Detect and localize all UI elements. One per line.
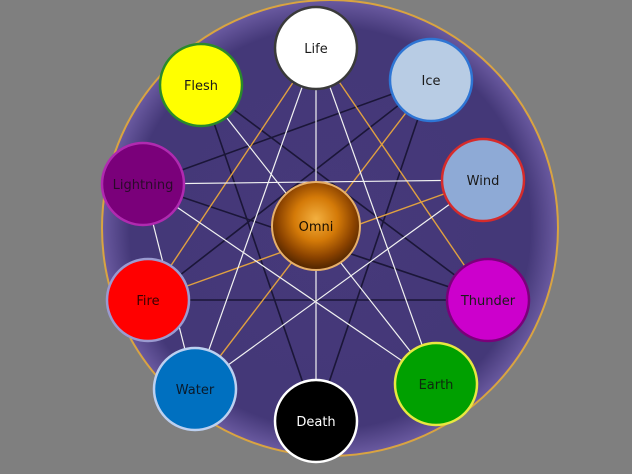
omni-node[interactable]: Omni <box>271 181 361 271</box>
node-earth-circle[interactable] <box>393 341 479 427</box>
omni-circle[interactable] <box>271 181 361 271</box>
node-fire-label: Fire <box>136 294 159 309</box>
node-water-circle[interactable] <box>152 346 238 432</box>
node-ice[interactable]: Ice <box>388 37 474 123</box>
node-flesh-circle[interactable] <box>158 42 244 128</box>
node-wind[interactable]: Wind <box>440 137 526 223</box>
connection-line-white <box>315 47 437 385</box>
node-flesh-label: Flesh <box>184 79 218 94</box>
connection-line-white <box>194 47 317 390</box>
node-life[interactable]: Life <box>273 5 359 91</box>
node-wind-circle[interactable] <box>440 137 526 223</box>
connection-line-dark <box>315 79 432 422</box>
connection-line-dark <box>142 79 432 185</box>
node-ice-circle[interactable] <box>388 37 474 123</box>
connection-lines <box>142 47 489 422</box>
node-thunder[interactable]: Thunder <box>445 257 531 343</box>
node-thunder-circle[interactable] <box>445 257 531 343</box>
node-ice-label: Ice <box>422 74 441 89</box>
connection-line-white <box>142 183 437 385</box>
connection-line-orange <box>315 47 489 301</box>
node-death-circle[interactable] <box>273 378 359 464</box>
node-earth[interactable]: Earth <box>393 341 479 427</box>
connection-line-orange <box>147 47 317 301</box>
node-death-label: Death <box>296 415 335 430</box>
connection-line-dark <box>200 84 317 422</box>
node-wind-label: Wind <box>467 174 500 189</box>
node-earth-label: Earth <box>419 378 454 393</box>
node-lightning-circle[interactable] <box>100 141 186 227</box>
node-water[interactable]: Water <box>152 346 238 432</box>
connection-line-white <box>194 179 484 390</box>
node-fire[interactable]: Fire <box>105 257 191 343</box>
node-lightning-label: Lightning <box>113 178 174 193</box>
node-water-label: Water <box>176 383 215 398</box>
node-lightning[interactable]: Lightning <box>100 141 186 227</box>
node-life-label: Life <box>304 42 327 57</box>
node-fire-circle[interactable] <box>105 257 191 343</box>
node-life-circle[interactable] <box>273 5 359 91</box>
node-thunder-label: Thunder <box>460 294 516 309</box>
node-death[interactable]: Death <box>273 378 359 464</box>
node-flesh[interactable]: Flesh <box>158 42 244 128</box>
omni-label: Omni <box>299 220 334 235</box>
